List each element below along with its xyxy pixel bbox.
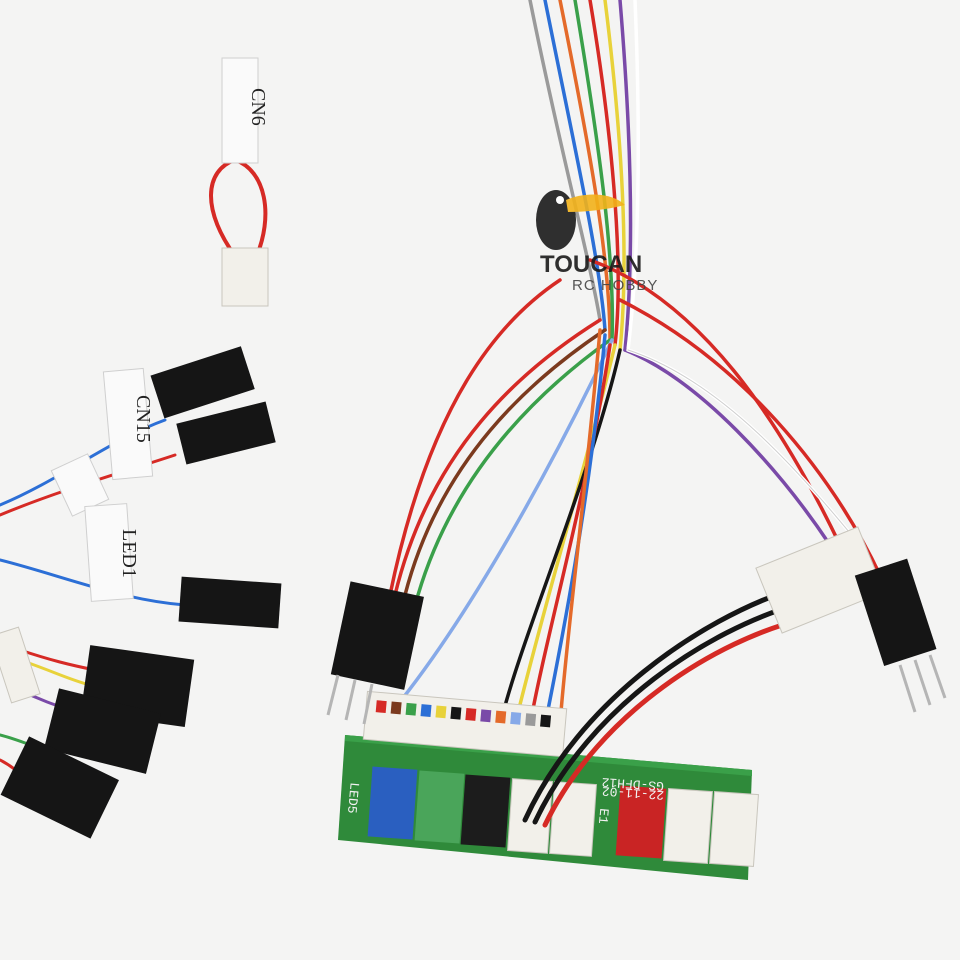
white-connector-4 — [709, 791, 759, 867]
led1-tag — [84, 503, 134, 602]
logo-sub-text: RC HOBBY — [572, 277, 658, 294]
board-e-label: E1 — [595, 808, 611, 825]
led1-group: LED1 — [84, 503, 282, 629]
cn15-header-bottom — [176, 401, 276, 465]
cn15-group: CN15 — [50, 346, 276, 517]
cn6-connector — [221, 247, 269, 307]
cn15-label: CN15 — [132, 395, 154, 443]
cn6-tag — [221, 57, 259, 164]
power-cable — [522, 587, 803, 828]
board-date-label: 22-11-02 — [601, 783, 664, 802]
cn15-header-top — [150, 346, 255, 419]
white-connector-3 — [663, 788, 713, 864]
white-connector-1 — [507, 778, 553, 854]
cn6-label: CN6 — [247, 88, 269, 126]
board-model-label: GS-DFH12 — [601, 774, 664, 793]
wire-bundle — [383, 0, 882, 727]
cn15-tag — [102, 367, 154, 481]
led1-header — [178, 576, 282, 629]
led1-label: LED1 — [118, 529, 140, 578]
board-led5-label: LED5 — [344, 782, 362, 814]
left-pin-header — [326, 581, 424, 725]
brand-watermark: TOUCAN RC HOBBY — [536, 190, 658, 294]
blue-connector — [367, 766, 418, 840]
white-plug — [755, 526, 885, 634]
logo-brand-text: TOUCAN — [540, 251, 642, 278]
toucan-icon — [536, 190, 576, 250]
right-pin-header — [854, 558, 947, 713]
red-connector — [615, 785, 667, 859]
white-connector-2 — [549, 781, 597, 857]
cn6-jumper: CN6 — [209, 57, 269, 307]
bottom-left-headers — [0, 626, 195, 839]
green-connector — [414, 770, 465, 844]
black-connector — [460, 774, 511, 848]
